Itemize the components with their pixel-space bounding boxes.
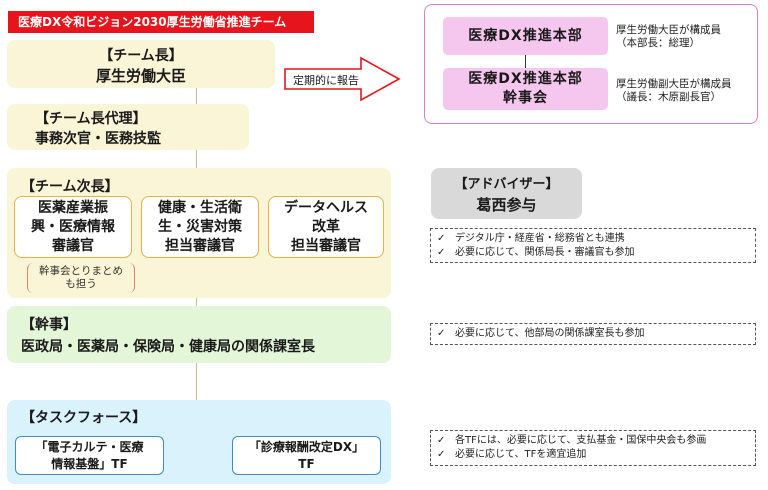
check-icon: ✓ (437, 449, 446, 460)
deputy-leader-role: 【チーム長代理】 (35, 111, 147, 127)
report-arrow-icon (284, 56, 401, 102)
deputy-leader-box: 【チーム長代理】 事務次官・医務技監 (7, 104, 249, 150)
vice-leader-member-3: データヘルス 改革 担当審議官 (268, 196, 384, 258)
check-icon: ✓ (437, 247, 446, 258)
advisor-role: 【アドバイザー】 (454, 176, 559, 192)
hq-connector-line (525, 55, 526, 68)
vice-leader-note-bracket (27, 263, 135, 293)
advisor-box: 【アドバイザー】 葛西参与 (431, 168, 582, 219)
hq-sub-note: 厚生労働副大臣が構成員 （議長：木原副長官） (616, 78, 732, 103)
connector-line (196, 148, 197, 170)
secretary-note-1: 必要に応じて、他部局の関係課室長も参加 (455, 328, 645, 339)
check-icon: ✓ (437, 435, 446, 446)
task-force-item-1: 「電子カルテ・医療 情報基盤」TF (15, 436, 164, 475)
hq-main-note: 厚生労働大臣が構成員 （本部長：総理） (616, 24, 721, 49)
vice-note-1: デジタル庁・経産省・総務省とも連携 (455, 233, 625, 244)
connector-line (196, 86, 197, 106)
secretary-box: 【幹事】 医政局・医薬局・保険局・健康局の関係課室長 (7, 306, 391, 363)
check-icon: ✓ (437, 233, 446, 244)
vice-leader-role: 【チーム次長】 (21, 179, 119, 195)
vice-note-box (430, 228, 756, 263)
connector-line (196, 296, 197, 308)
vice-leader-member-2: 健康・生活衛 生・災害対策 担当審議官 (141, 196, 259, 258)
page-title: 医療DX令和ビジョン2030厚生労働省推進チーム (8, 11, 314, 33)
hq-sub-box: 医療DX推進本部 幹事会 (443, 68, 608, 110)
task-force-role: 【タスクフォース】 (21, 410, 147, 426)
deputy-leader-name: 事務次官・医務技監 (35, 131, 161, 147)
advisor-name: 葛西参与 (476, 195, 537, 214)
report-arrow-label: 定期的に報告 (293, 74, 359, 87)
task-force-note-2: 必要に応じて、TFを適宜追加 (455, 449, 587, 460)
leader-role: 【チーム長】 (99, 48, 183, 64)
leader-box: 【チーム長】 厚生労働大臣 (7, 40, 275, 88)
connector-line (196, 362, 197, 402)
task-force-note-box (430, 430, 756, 466)
secretary-note-box (430, 323, 756, 345)
task-force-item-2: 「診療報酬改定DX」 TF (232, 436, 381, 475)
hq-main-box: 医療DX推進本部 (443, 17, 608, 55)
task-force-note-1: 各TFには、必要に応じて、支払基金・国保中央会も参画 (455, 435, 707, 446)
vice-note-2: 必要に応じて、関係局長・審議官も参加 (455, 247, 635, 258)
secretary-role: 【幹事】 (21, 317, 77, 333)
check-icon: ✓ (437, 328, 446, 339)
leader-name: 厚生労働大臣 (95, 67, 186, 85)
secretary-name: 医政局・医薬局・保険局・健康局の関係課室長 (21, 339, 315, 355)
vice-leader-member-1: 医薬産業振 興・医療情報 審議官 (14, 196, 132, 258)
vice-leader-note: 幹事会とりまとめ も担う (39, 265, 123, 290)
